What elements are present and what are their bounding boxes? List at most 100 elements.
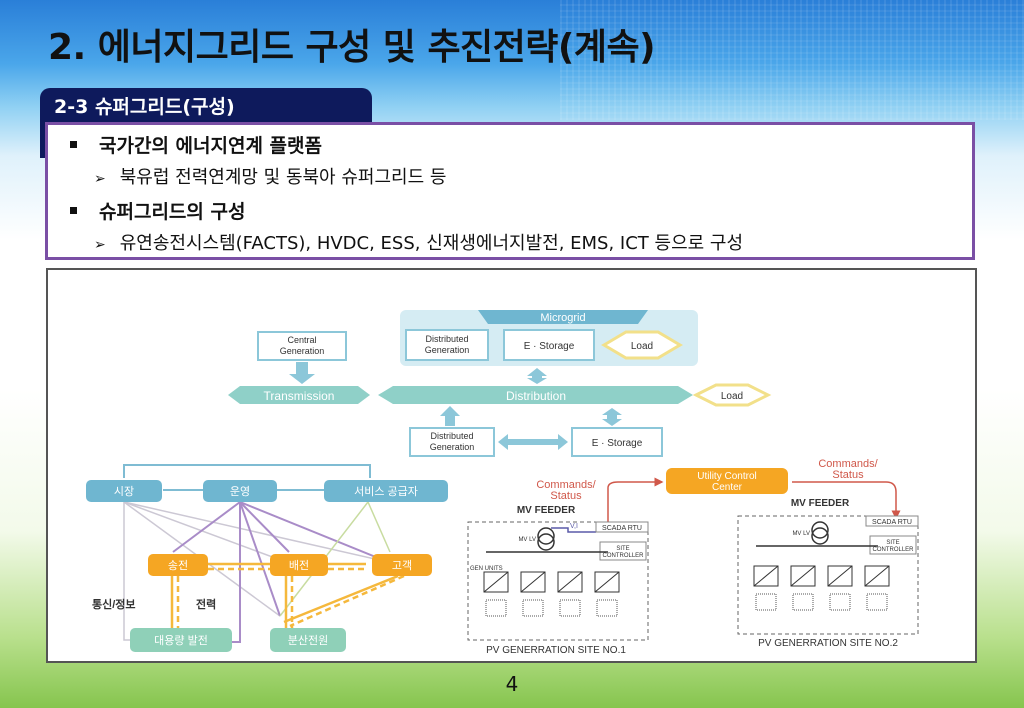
site-controller-label-1: SITE <box>886 540 899 546</box>
updown-arrow-icon <box>527 368 547 384</box>
site-controller-box <box>599 541 647 561</box>
commands-label-1: Commands/ <box>818 458 878 470</box>
dg-label-2: Generation <box>430 442 475 452</box>
site-boundary <box>737 515 919 635</box>
operation-node <box>203 480 277 502</box>
page-number: 4 <box>505 672 519 696</box>
vi-line <box>551 527 596 533</box>
bulk-generation-node <box>130 628 232 652</box>
power-lines <box>170 562 405 628</box>
microgrid-load-label: Load <box>631 341 653 352</box>
scada-label: SCADA RTU <box>872 519 912 526</box>
site2-label: PV GENERRATION SITE NO.2 <box>758 638 898 649</box>
bullet-item: 국가간의 에너지연계 플랫폼 <box>70 131 322 158</box>
connector-line <box>123 464 371 478</box>
commands-label-2: Status <box>832 469 864 481</box>
transmission-node <box>148 554 208 576</box>
site-controller-label-2: CONTROLLER <box>602 553 644 559</box>
arrow-bullet-icon: ➢ <box>94 171 106 187</box>
distributed-resource-node <box>270 628 346 652</box>
microgrid-dg-box <box>405 329 489 361</box>
market-label: 시장 <box>114 485 134 498</box>
storage-box <box>571 427 663 457</box>
central-generation-box <box>257 331 347 361</box>
mv-lv-label: MV LV <box>518 537 536 543</box>
microgrid-storage-label: E · Storage <box>524 341 575 352</box>
square-bullet-icon <box>70 207 77 214</box>
bullet-box: 국가간의 에너지연계 플랫폼 ➢북유럽 전력연계망 및 동북아 슈퍼그리드 등 … <box>45 122 975 260</box>
utility-center-label-2: Center <box>712 482 743 493</box>
up-arrow-icon <box>440 406 460 426</box>
stakeholder-network-diagram: 시장 운영 서비스 공급자 송전 배전 고객 대용량 발전 분산전원 통신/정보… <box>86 464 448 652</box>
sub-bullet-text: 유연송전시스템(FACTS), HVDC, ESS, 신재생에너지발전, EMS… <box>119 233 744 254</box>
central-generation-label-1: Central <box>287 335 316 345</box>
utility-center-label-1: Utility Control <box>697 471 756 482</box>
gen-units-label: GEN UNITS <box>470 566 503 572</box>
updown-arrow-icon <box>602 408 622 426</box>
scada-label: SCADA RTU <box>602 525 642 532</box>
distribution-node <box>270 554 328 576</box>
load-label: Load <box>721 391 743 402</box>
sub-bullet-text: 북유럽 전력연계망 및 동북아 슈퍼그리드 등 <box>119 167 447 188</box>
commands-label-2: Status <box>550 490 582 502</box>
distribution-node-label: 배전 <box>289 559 309 572</box>
legend-comm-label: 통신/정보 <box>92 597 136 611</box>
vi-label: V,I <box>570 523 578 530</box>
microgrid-label-tab <box>478 310 648 324</box>
site-controller-box <box>869 535 917 555</box>
sub-bullet-item: ➢ 유연송전시스템(FACTS), HVDC, ESS, 신재생에너지발전, EM… <box>94 229 743 255</box>
scada-box <box>865 515 919 527</box>
market-node <box>86 480 162 502</box>
figure-panel: Microgrid Distributed Generation E · Sto… <box>46 268 977 663</box>
mv-lv-label: MV LV <box>792 531 810 537</box>
command-arrow <box>607 477 664 530</box>
service-provider-node <box>324 480 448 502</box>
transformer-icon <box>811 521 829 539</box>
dg-label-1: Distributed <box>430 431 473 441</box>
microgrid-dg-label-2: Generation <box>425 345 470 355</box>
site1-label: PV GENERRATION SITE NO.1 <box>486 645 626 656</box>
leftright-arrow-icon <box>498 434 568 450</box>
transmission-node-label: 송전 <box>168 559 188 572</box>
transmission-bar <box>228 386 370 404</box>
utility-control-center <box>666 468 788 494</box>
section-tab: 2-3 슈퍼그리드(구성) <box>40 88 372 122</box>
inverter-units <box>483 571 620 617</box>
down-arrow-icon <box>289 362 315 384</box>
service-provider-label: 서비스 공급자 <box>354 485 418 498</box>
microgrid-label: Microgrid <box>540 312 585 324</box>
site-controller-label-1: SITE <box>616 546 629 552</box>
microgrid-storage-box <box>503 329 595 361</box>
distribution-label: Distribution <box>506 389 566 403</box>
transformer-icon <box>537 533 555 551</box>
customer-node-label: 고객 <box>392 559 412 572</box>
customer-node <box>372 554 432 576</box>
microgrid-load-diamond <box>601 330 683 360</box>
storage-label: E · Storage <box>592 438 643 449</box>
header-texture <box>560 0 1024 120</box>
central-generation-label-2: Generation <box>280 346 325 356</box>
distributed-resource-label: 분산전원 <box>288 634 328 647</box>
commands-label-1: Commands/ <box>536 479 596 491</box>
transformer-icon <box>811 527 829 545</box>
sub-bullet-item: ➢ 북유럽 전력연계망 및 동북아 슈퍼그리드 등 <box>94 163 446 189</box>
site-boundary <box>467 521 649 641</box>
pv-site-2: MV FEEDER MV LV SCADA RTU SITE CONTROLLE… <box>737 498 919 649</box>
arrow-bullet-icon: ➢ <box>94 237 106 253</box>
load-diamond <box>692 383 772 407</box>
inverter-units <box>753 565 890 611</box>
operation-label: 운영 <box>230 485 250 498</box>
site-controller-label-2: CONTROLLER <box>872 547 914 553</box>
dg-box <box>409 427 495 457</box>
transmission-label: Transmission <box>264 389 335 403</box>
mv-feeder-label: MV FEEDER <box>791 498 850 509</box>
supergrid-figure: Microgrid Distributed Generation E · Sto… <box>86 310 919 656</box>
pv-site-1: MV FEEDER MV LV V,I SCADA RTU SITE CONTR… <box>467 505 649 656</box>
scada-box <box>595 521 649 533</box>
bullet-item: 슈퍼그리드의 구성 <box>70 197 245 224</box>
command-arrow <box>792 481 901 520</box>
bullet-text: 슈퍼그리드의 구성 <box>99 201 246 223</box>
pv-site-diagram: Utility Control Center Commands/ Status … <box>467 458 919 656</box>
distribution-bar <box>378 386 693 404</box>
legend-power-label: 전력 <box>196 597 216 611</box>
